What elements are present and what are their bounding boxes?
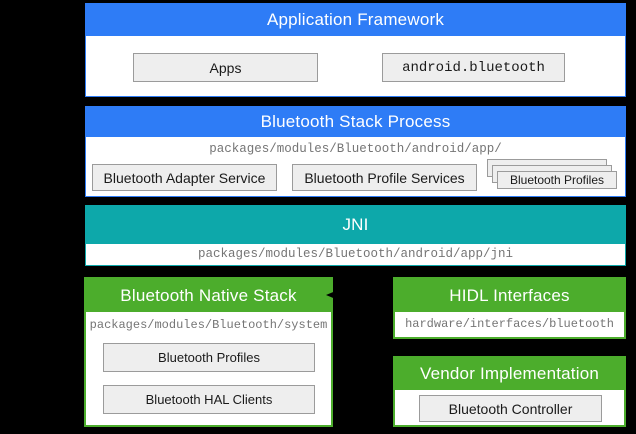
bluetooth-stack-process-title: Bluetooth Stack Process	[260, 112, 451, 131]
bluetooth-native-stack-header: Bluetooth Native Stack	[86, 279, 331, 312]
jni-header: JNI	[86, 206, 625, 244]
bluetooth-native-stack-title: Bluetooth Native Stack	[120, 285, 297, 305]
bluetooth-profiles-stack-label: Bluetooth Profiles	[509, 173, 605, 187]
application-framework-header: Application Framework	[86, 4, 625, 36]
bluetooth-profile-services-box: Bluetooth Profile Services	[292, 164, 477, 191]
bluetooth-controller-box: Bluetooth Controller	[419, 395, 602, 422]
bluetooth-controller-label: Bluetooth Controller	[448, 400, 573, 417]
hidl-interfaces-path: hardware/interfaces/bluetooth	[405, 317, 614, 331]
vendor-implementation-section: Vendor Implementation Bluetooth Controll…	[393, 356, 626, 427]
native-bluetooth-profiles-box: Bluetooth Profiles	[103, 343, 315, 372]
bluetooth-native-stack-path: packages/modules/Bluetooth/system	[89, 318, 328, 332]
bluetooth-profiles-stack-front-box: Bluetooth Profiles	[497, 171, 617, 189]
bluetooth-stack-process-path: packages/modules/Bluetooth/android/app/	[209, 142, 502, 156]
bluetooth-stack-process-section: Bluetooth Stack Process packages/modules…	[85, 106, 626, 197]
bluetooth-stack-process-header: Bluetooth Stack Process	[86, 107, 625, 137]
vendor-implementation-header: Vendor Implementation	[395, 358, 624, 390]
bluetooth-adapter-service-label: Bluetooth Adapter Service	[103, 169, 266, 186]
hidl-interfaces-title: HIDL Interfaces	[449, 285, 570, 305]
application-framework-section: Application Framework Apps android.bluet…	[85, 3, 626, 97]
bluetooth-native-stack-section: Bluetooth Native Stack packages/modules/…	[84, 277, 333, 427]
apps-box: Apps	[133, 53, 318, 82]
android-bluetooth-api-label: android.bluetooth	[402, 59, 545, 76]
jni-section: JNI packages/modules/Bluetooth/android/a…	[85, 205, 626, 266]
bluetooth-hal-clients-box: Bluetooth HAL Clients	[103, 385, 315, 414]
hidl-interfaces-header: HIDL Interfaces	[395, 279, 624, 312]
native-bluetooth-profiles-label: Bluetooth Profiles	[158, 350, 260, 365]
jni-path: packages/modules/Bluetooth/android/app/j…	[197, 247, 514, 261]
bluetooth-hal-clients-label: Bluetooth HAL Clients	[145, 392, 273, 407]
bidirectional-arrow-icon	[326, 290, 400, 300]
application-framework-title: Application Framework	[266, 10, 445, 29]
bluetooth-profile-services-label: Bluetooth Profile Services	[304, 169, 465, 186]
apps-label: Apps	[209, 59, 242, 76]
hidl-interfaces-section: HIDL Interfaces hardware/interfaces/blue…	[393, 277, 626, 339]
vendor-implementation-title: Vendor Implementation	[419, 364, 600, 383]
bluetooth-profiles-stack: Bluetooth Profiles	[487, 159, 618, 191]
jni-title: JNI	[342, 215, 369, 234]
android-bluetooth-api-box: android.bluetooth	[382, 53, 565, 82]
bluetooth-adapter-service-box: Bluetooth Adapter Service	[92, 164, 277, 191]
